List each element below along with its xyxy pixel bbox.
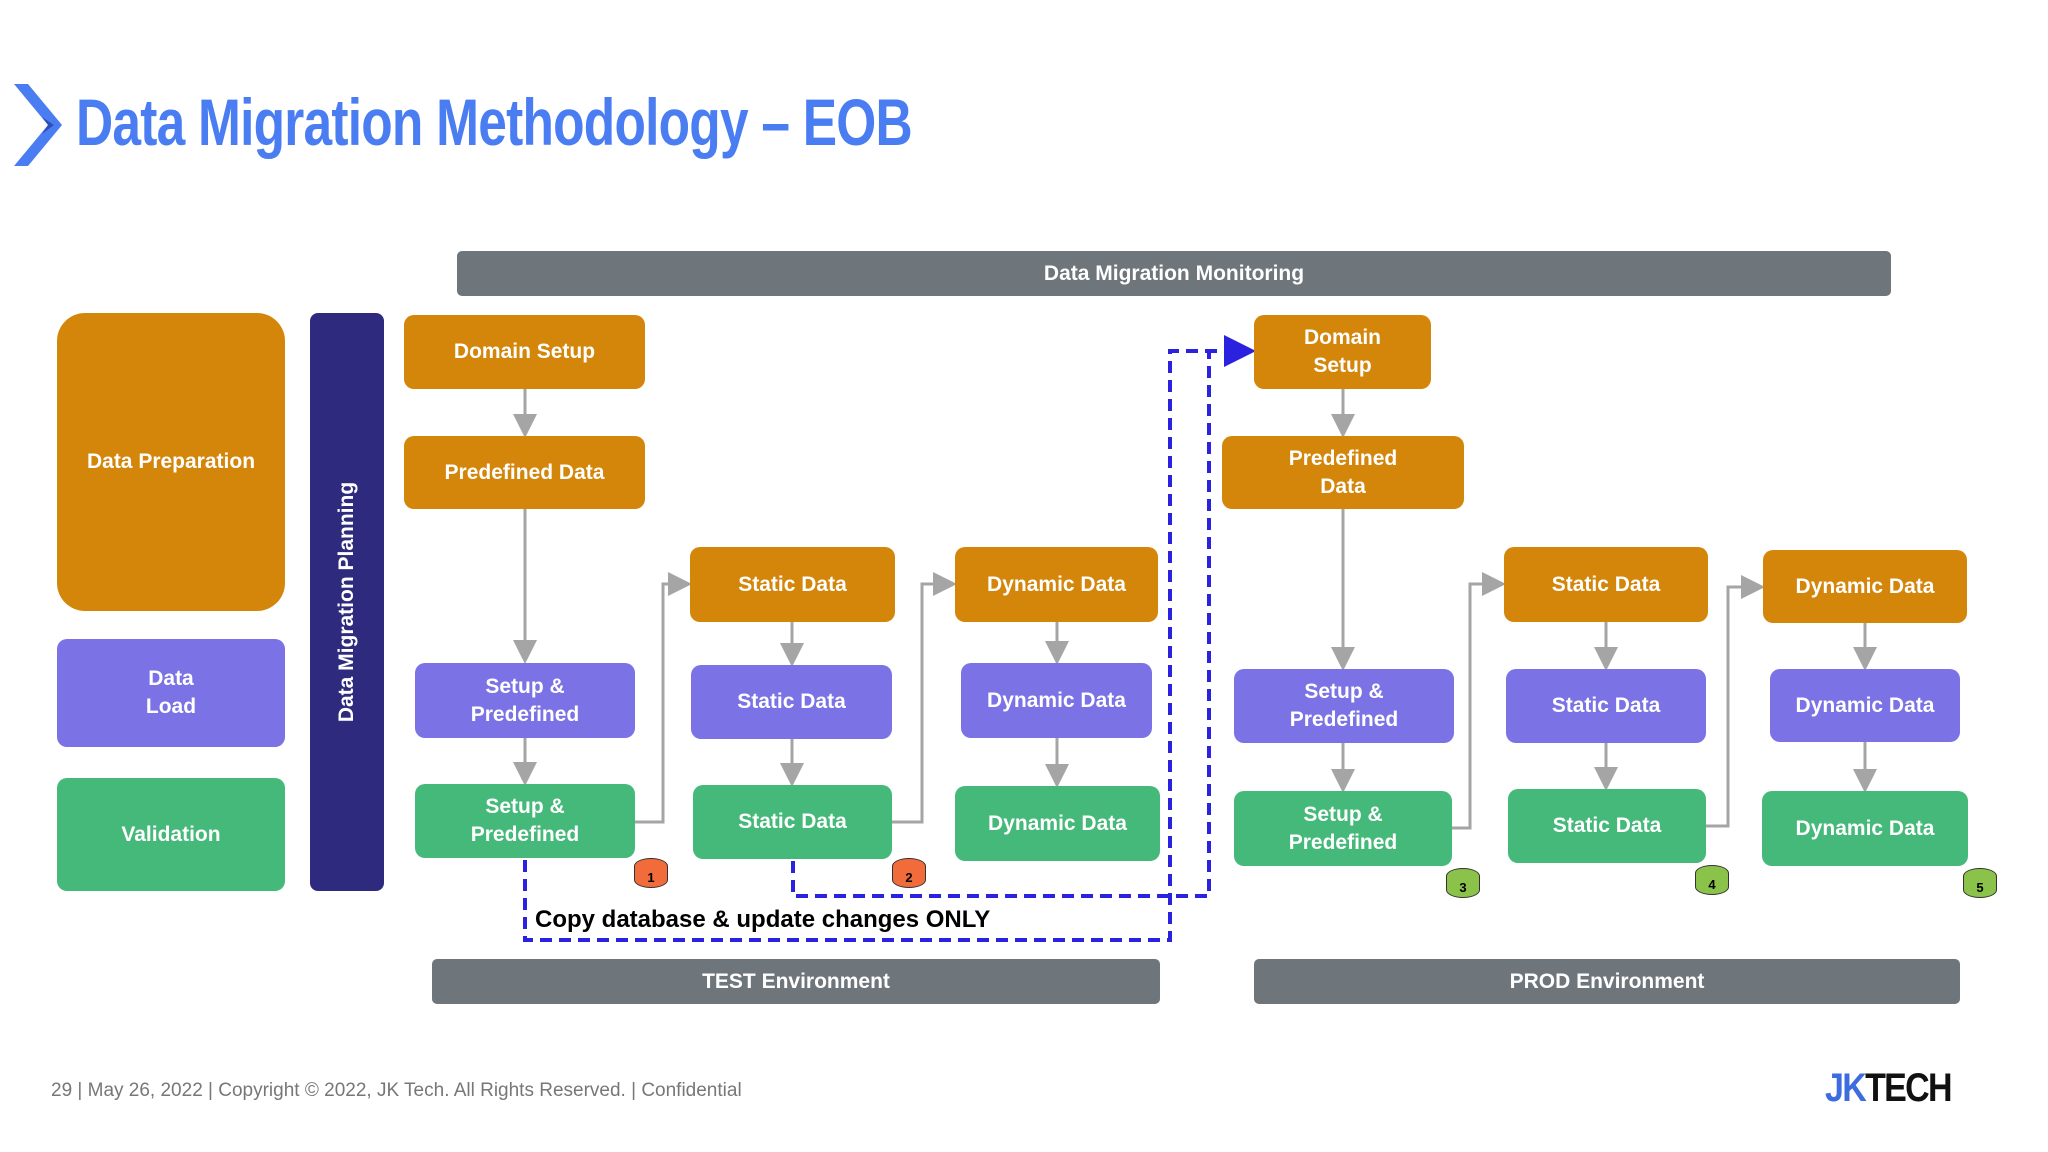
test-setup-predefined-load: Setup & Predefined [415, 663, 635, 738]
test-dynamic-data-load: Dynamic Data [961, 663, 1152, 738]
test-domain-setup: Domain Setup [404, 315, 645, 389]
page-title: Data Migration Methodology – EOB [76, 85, 913, 159]
footer-text: 29 | May 26, 2022 | Copyright © 2022, JK… [51, 1080, 742, 1101]
copy-database-note: Copy database & update changes ONLY [535, 906, 991, 933]
database-icon: 3 [1446, 868, 1480, 898]
database-icon: 2 [892, 858, 926, 888]
test-static-data-prep: Static Data [690, 547, 895, 622]
prod-static-data-load: Static Data [1506, 669, 1706, 743]
legend-data-load: Data Load [57, 639, 285, 747]
chevron-icon [14, 84, 62, 166]
test-environment-bar: TEST Environment [432, 959, 1160, 1004]
test-setup-predefined-validation: Setup & Predefined [415, 784, 635, 858]
arrow [1452, 572, 1506, 830]
monitoring-bar: Data Migration Monitoring [457, 251, 1891, 296]
dashed-copy-path-1 [523, 335, 1256, 942]
database-icon: 4 [1695, 865, 1729, 895]
test-static-data-validation: Static Data [693, 785, 892, 859]
arrow [1706, 575, 1765, 828]
logo-tech: TECH [1865, 1066, 1952, 1110]
prod-predefined-data: Predefined Data [1222, 436, 1464, 509]
data-migration-planning-bar: Data Migration Planning [310, 313, 384, 891]
prod-dynamic-data-validation: Dynamic Data [1762, 791, 1968, 866]
database-icon: 5 [1963, 868, 1997, 898]
test-static-data-load: Static Data [691, 665, 892, 739]
arrow [635, 572, 692, 824]
arrow [892, 572, 957, 824]
prod-domain-setup: Domain Setup [1254, 315, 1431, 389]
prod-dynamic-data-prep: Dynamic Data [1763, 550, 1967, 623]
jktech-logo: JKTECH [1825, 1066, 1953, 1111]
prod-setup-predefined-validation: Setup & Predefined [1234, 791, 1452, 866]
logo-jk: JK [1825, 1066, 1867, 1110]
database-icon: 1 [634, 858, 668, 888]
test-predefined-data: Predefined Data [404, 436, 645, 509]
prod-dynamic-data-load: Dynamic Data [1770, 669, 1960, 742]
test-dynamic-data-prep: Dynamic Data [955, 547, 1158, 622]
prod-setup-predefined-load: Setup & Predefined [1234, 669, 1454, 743]
dashed-copy-path-2 [791, 351, 1211, 898]
prod-environment-bar: PROD Environment [1254, 959, 1960, 1004]
prod-static-data-validation: Static Data [1508, 789, 1706, 863]
test-dynamic-data-validation: Dynamic Data [955, 786, 1160, 861]
legend-data-preparation: Data Preparation [57, 313, 285, 611]
legend-validation: Validation [57, 778, 285, 891]
prod-static-data-prep: Static Data [1504, 547, 1708, 622]
